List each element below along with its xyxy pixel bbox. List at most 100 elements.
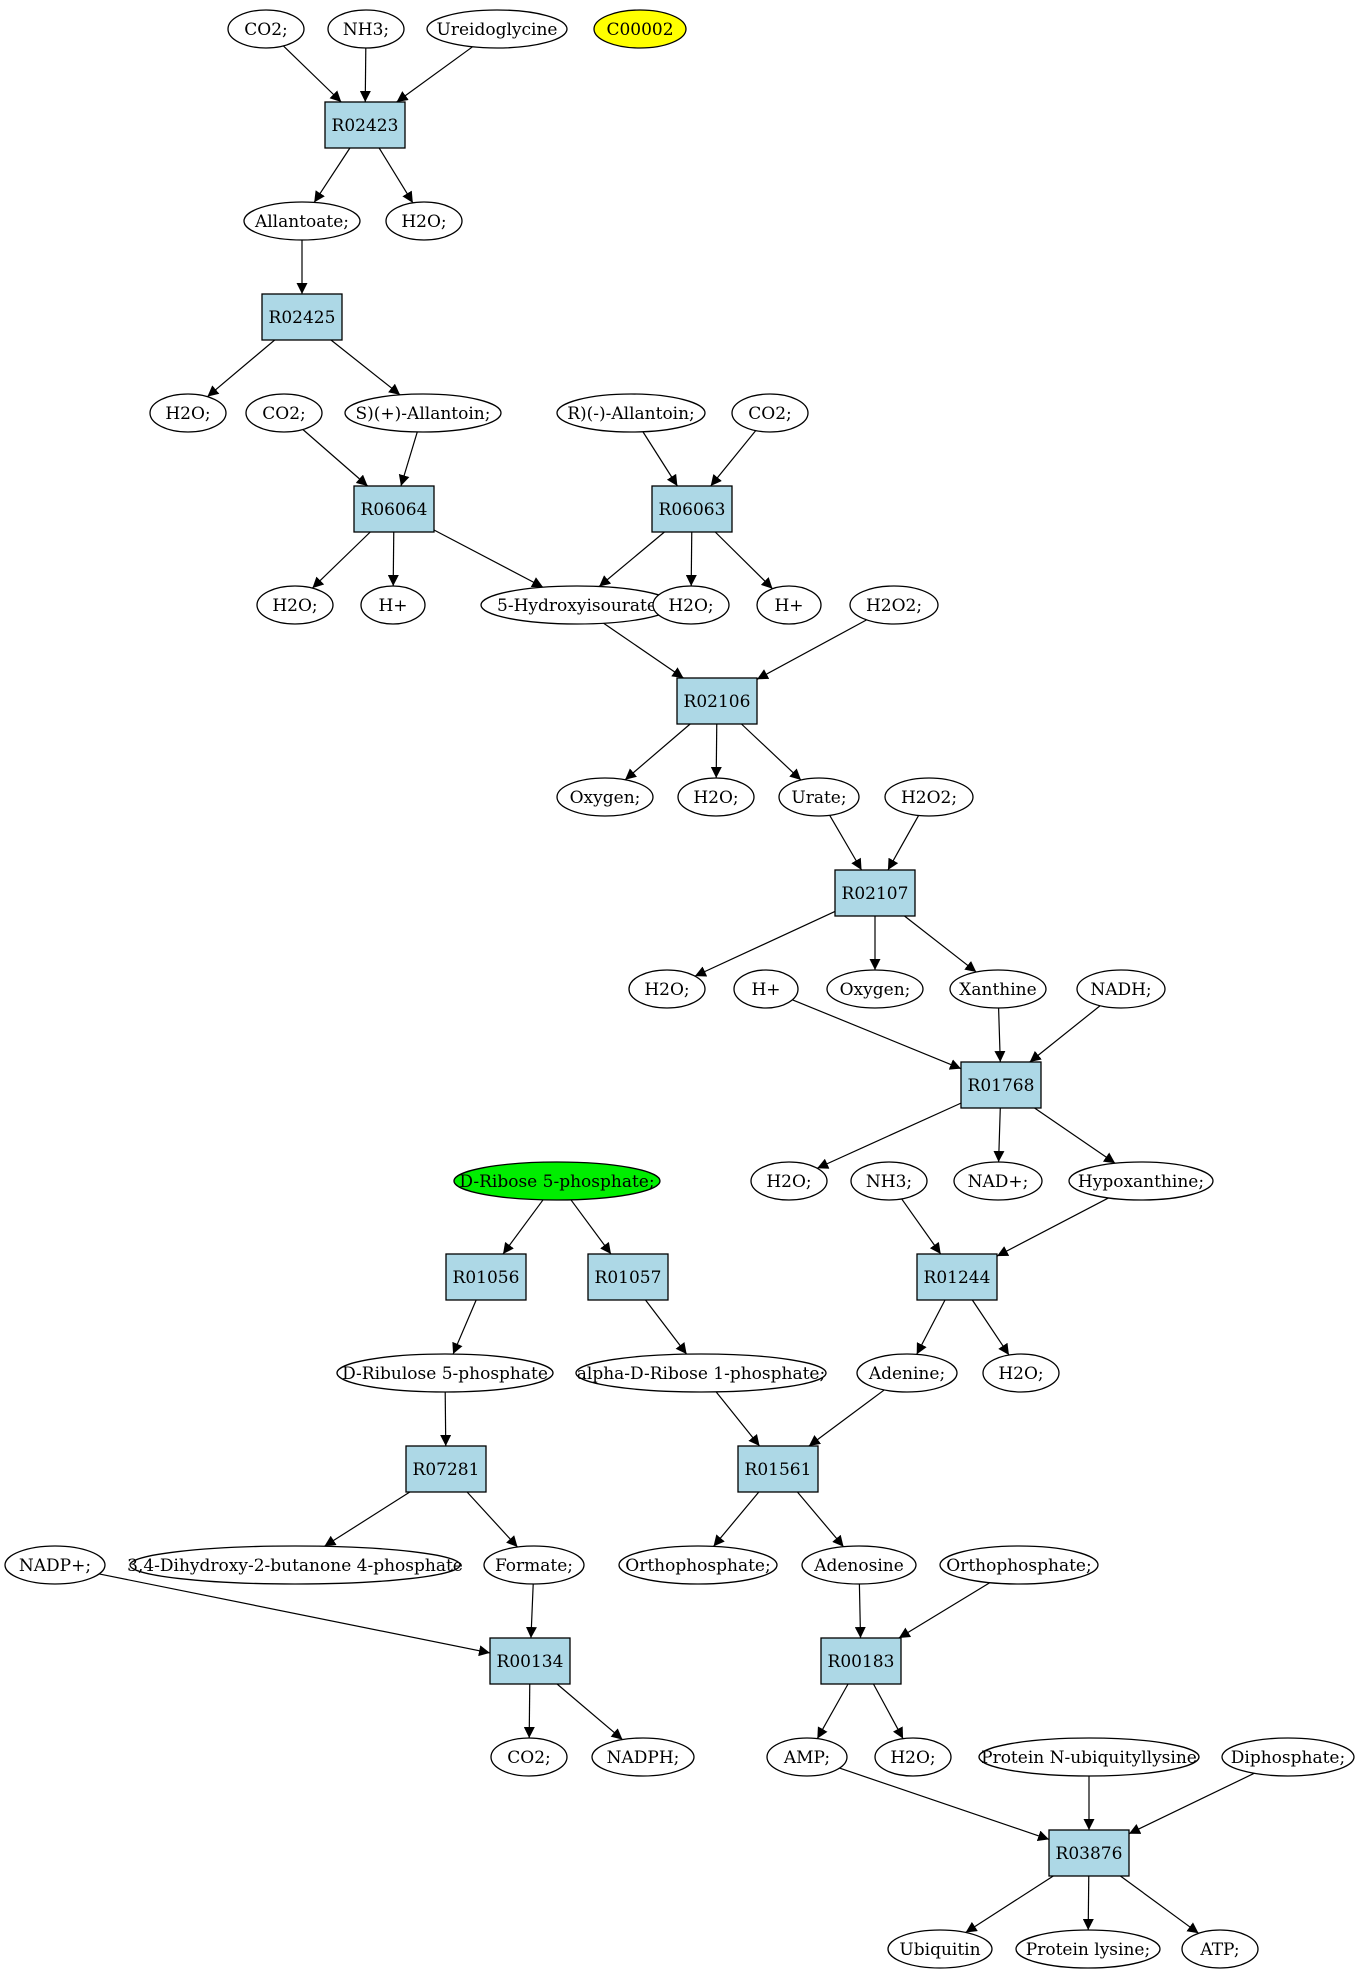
- node-label: H2O;: [401, 212, 446, 232]
- edge-hplus_c-to-r01768: [792, 999, 962, 1070]
- compound-node-co2_a: CO2;: [227, 9, 305, 49]
- edge-r01244-to-h2o_h: [971, 1299, 1010, 1356]
- compound-node-hplus_c: H+: [733, 969, 799, 1009]
- reaction-box: [676, 677, 758, 725]
- node-label: H2O2;: [866, 596, 922, 616]
- edge-r01561-to-adenosine: [796, 1491, 845, 1548]
- node-label: R)(-)-Allantoin;: [567, 404, 695, 424]
- edge-co2_b-to-r06064: [302, 429, 369, 487]
- compound-ellipse: [628, 969, 706, 1009]
- reaction-box: [587, 1253, 669, 1301]
- compound-ellipse: [826, 969, 924, 1009]
- compound-ellipse: [575, 1353, 827, 1393]
- edge: [440, 1391, 452, 1447]
- node-label: NH3;: [343, 20, 389, 40]
- edge: [792, 999, 962, 1070]
- compound-ellipse: [652, 585, 730, 625]
- node-label: alpha-D-Ribose 1-phosphate;: [577, 1364, 825, 1384]
- reaction-node-r01057: R01057: [587, 1253, 669, 1301]
- reaction-node-r03876: R03876: [1048, 1829, 1130, 1877]
- edge-ribose5p-to-r01056: [502, 1199, 544, 1255]
- compound-node-hplus_b: H+: [756, 585, 822, 625]
- compound-ellipse: [953, 1161, 1043, 1201]
- edge-r00183-to-amp: [816, 1683, 849, 1739]
- edge: [311, 531, 371, 589]
- node-label: 3,4-Dihydroxy-2-butanone 4-phosphate: [127, 1556, 463, 1576]
- compound-ellipse: [1015, 1929, 1161, 1969]
- edge: [1082, 1875, 1094, 1931]
- edge-r01768-to-nadplus: [993, 1107, 1005, 1163]
- reaction-box: [834, 869, 916, 917]
- compound-ellipse: [731, 393, 809, 433]
- node-label: R01056: [453, 1268, 520, 1288]
- edge-r03876-to-protein_lysine: [1082, 1875, 1094, 1931]
- edge: [330, 339, 401, 396]
- compound-node-nh3_b: NH3;: [850, 1161, 928, 1201]
- edge: [808, 1389, 885, 1447]
- compound-ellipse: [778, 777, 860, 817]
- edge: [816, 1102, 962, 1169]
- edge-co2_c-to-r06063: [710, 430, 757, 487]
- edge: [398, 431, 418, 487]
- compound-ellipse: [490, 1737, 568, 1777]
- node-label: D-Ribulose 5-phosphate: [342, 1364, 548, 1384]
- edge: [598, 531, 665, 587]
- edge-r00134-to-co2_d: [523, 1683, 535, 1739]
- compound-ellipse: [756, 585, 822, 625]
- edge-r01768-to-h2o_g: [816, 1102, 962, 1169]
- compound-node-hypoxanthine: Hypoxanthine;: [1068, 1161, 1214, 1201]
- edge: [816, 1683, 849, 1739]
- edge: [685, 531, 697, 587]
- compound-node-h2o2_a: H2O2;: [849, 585, 939, 625]
- edge-ribose5p-to-r01057: [570, 1199, 612, 1255]
- compound-node-oxygen_b: Oxygen;: [826, 969, 924, 1009]
- node-label: R06064: [361, 500, 428, 520]
- node-label: NADH;: [1090, 980, 1151, 1000]
- edge: [714, 531, 773, 590]
- node-label: Oxygen;: [840, 980, 911, 1000]
- node-label: NADPH;: [607, 1748, 680, 1768]
- edge-layer: [99, 45, 1255, 1934]
- edge-s_allantoin-to-r06064: [398, 431, 418, 487]
- compound-node-ureidoglycine: Ureidoglycine: [426, 9, 568, 49]
- compound-ellipse: [618, 1545, 778, 1585]
- compound-ellipse: [1221, 1737, 1355, 1777]
- edge: [525, 1583, 537, 1639]
- node-label: H2O;: [668, 596, 713, 616]
- compound-ellipse: [556, 393, 706, 433]
- compound-node-atp: ATP;: [1181, 1929, 1259, 1969]
- node-label: NAD+;: [968, 1172, 1029, 1192]
- reaction-node-r00183: R00183: [820, 1637, 902, 1685]
- compound-node-h2o2_b: H2O2;: [884, 777, 974, 817]
- compound-ellipse: [593, 9, 687, 49]
- edge-r06063-to-h2o_d: [685, 531, 697, 587]
- compound-node-h2o_c: H2O;: [256, 585, 334, 625]
- node-label: Orthophosphate;: [625, 1556, 770, 1576]
- edge-nh3_b-to-r01244: [901, 1198, 942, 1255]
- edge: [645, 1299, 688, 1355]
- edge: [993, 1107, 1005, 1163]
- node-label: H2O;: [998, 1364, 1043, 1384]
- node-label: R03876: [1056, 1844, 1123, 1864]
- edge-r01561-to-orthophosphate_a: [713, 1491, 760, 1547]
- edge: [313, 147, 351, 203]
- compound-node-orthophosphate_b: Orthophosphate;: [939, 1545, 1099, 1585]
- compound-ellipse: [483, 1545, 585, 1585]
- reaction-node-r02423: R02423: [324, 101, 406, 149]
- compound-ellipse: [982, 1353, 1060, 1393]
- edge: [1029, 1005, 1101, 1063]
- edge-adenosine-to-r00183: [854, 1583, 866, 1639]
- edge-nadh-to-r01768: [1029, 1005, 1101, 1063]
- node-label: CO2;: [262, 404, 306, 424]
- edge-r_allantoin-to-r06063: [642, 431, 678, 487]
- edge: [1120, 1875, 1199, 1934]
- edge-h2o2_b-to-r02107: [887, 815, 920, 871]
- edge: [502, 1199, 544, 1255]
- compound-node-amp: AMP;: [766, 1737, 848, 1777]
- edge: [710, 430, 757, 487]
- compound-node-nadpplus: NADP+;: [4, 1545, 106, 1585]
- reaction-node-r01056: R01056: [445, 1253, 527, 1301]
- edge: [994, 1007, 1006, 1063]
- reaction-box: [651, 485, 733, 533]
